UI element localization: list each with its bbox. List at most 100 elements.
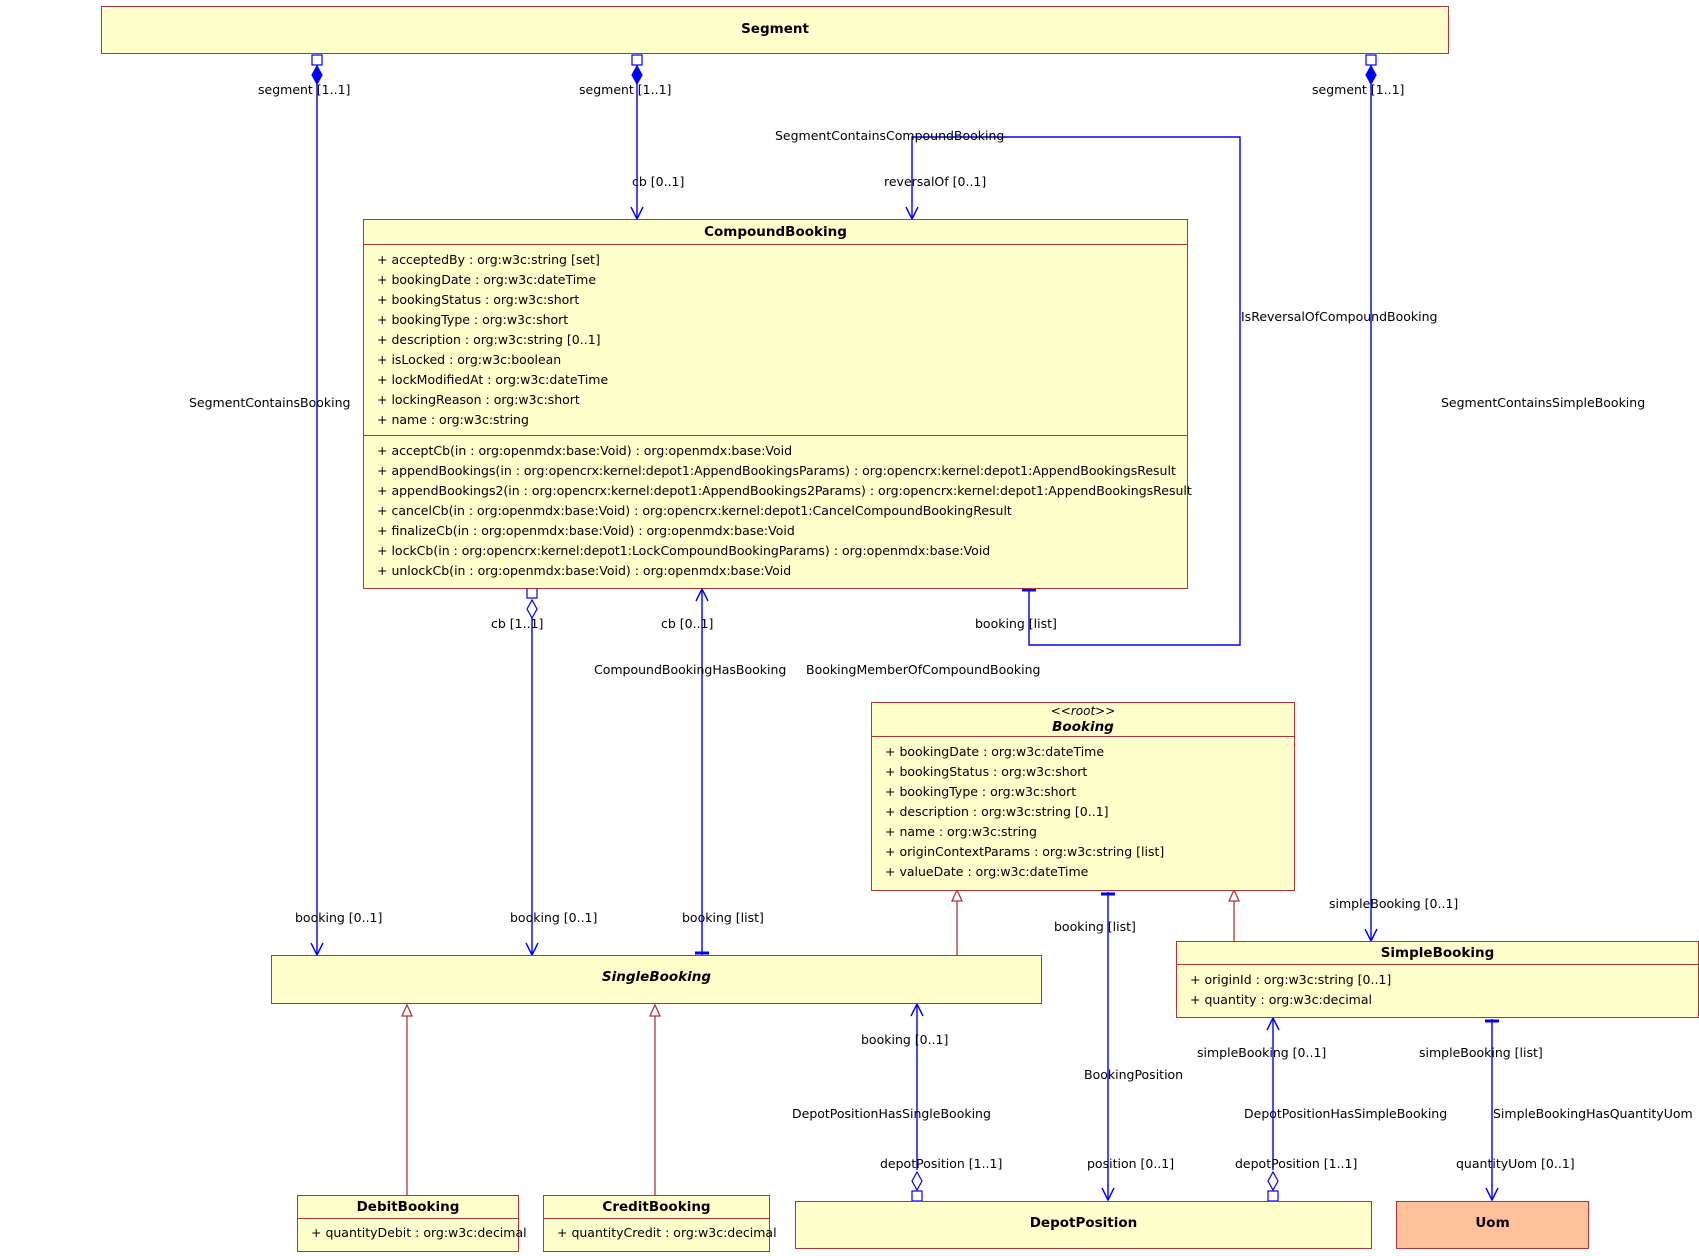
operation: + appendBookings2(in : org:opencrx:kerne… — [377, 483, 1192, 498]
association-name: IsReversalOfCompoundBooking — [1241, 309, 1438, 324]
inheritance-triangle-icon — [950, 888, 964, 902]
operation: + cancelCb(in : org:openmdx:base:Void) :… — [377, 503, 1012, 518]
attribute: + bookingStatus : org:w3c:short — [377, 292, 580, 307]
role-label: booking [0..1] — [295, 910, 383, 925]
composition-diamond-icon — [631, 64, 643, 86]
class-debit-booking[interactable]: DebitBooking + quantityDebit : org:w3c:d… — [297, 1195, 527, 1252]
class-simple-booking[interactable]: SimpleBooking + originId : org:w3c:strin… — [1176, 941, 1699, 1018]
attributes-section: + originId : org:w3c:string [0..1] + qua… — [1177, 964, 1698, 1015]
aggregation-diamond-icon — [1267, 1170, 1279, 1192]
arrowhead-icon — [1101, 1187, 1115, 1202]
class-segment[interactable]: Segment — [101, 6, 1449, 54]
attribute: + bookingDate : org:w3c:dateTime — [377, 272, 597, 287]
role-label: position [0..1] — [1087, 1156, 1175, 1171]
role-label: booking [0..1] — [510, 910, 598, 925]
class-name: Segment — [741, 21, 809, 37]
attribute: + quantityDebit : org:w3c:decimal — [311, 1225, 527, 1240]
attribute: + bookingDate : org:w3c:dateTime — [885, 744, 1105, 759]
attribute: + quantity : org:w3c:decimal — [1190, 992, 1372, 1007]
role-label: booking [list] — [975, 616, 1057, 631]
attribute: + originContextParams : org:w3c:string [… — [885, 844, 1165, 859]
class-name: CreditBooking — [602, 1199, 711, 1215]
assoc-reversal-loop — [911, 136, 1241, 646]
role-label: simpleBooking [0..1] — [1197, 1045, 1327, 1060]
role-label: reversalOf [0..1] — [884, 174, 987, 189]
inheritance-triangle-icon — [400, 1003, 414, 1017]
attribute: + description : org:w3c:string [0..1] — [885, 804, 1109, 819]
arrowhead-icon — [1266, 1016, 1280, 1031]
operation: + finalizeCb(in : org:openmdx:base:Void)… — [377, 523, 795, 538]
attribute: + name : org:w3c:string — [885, 824, 1037, 839]
composition-diamond-icon — [1365, 64, 1377, 86]
class-compound-booking[interactable]: CompoundBooking + acceptedBy : org:w3c:s… — [363, 219, 1192, 589]
class-name: SimpleBooking — [1380, 945, 1495, 961]
aggregation-diamond-icon — [526, 598, 538, 620]
port-icon — [311, 54, 323, 66]
class-name: SingleBooking — [601, 969, 712, 985]
operation: + acceptCb(in : org:openmdx:base:Void) :… — [377, 443, 793, 458]
class-single-booking[interactable]: SingleBooking — [271, 955, 1042, 1004]
port-icon — [631, 54, 643, 66]
association-name: DepotPositionHasSingleBooking — [792, 1106, 991, 1121]
port-icon — [1365, 54, 1377, 66]
class-credit-booking[interactable]: CreditBooking + quantityCredit : org:w3c… — [543, 1195, 777, 1252]
role-label: depotPosition [1..1] — [1235, 1156, 1358, 1171]
class-booking[interactable]: <<root>> Booking + bookingDate : org:w3c… — [871, 702, 1295, 891]
class-name: Booking — [1052, 719, 1114, 735]
class-name: Uom — [1475, 1215, 1510, 1231]
class-name: DepotPosition — [1029, 1215, 1138, 1231]
class-name: DebitBooking — [356, 1199, 460, 1215]
attribute: + lockingReason : org:w3c:short — [377, 392, 580, 407]
role-label: depotPosition [1..1] — [880, 1156, 1003, 1171]
association-name: SimpleBookingHasQuantityUom — [1493, 1106, 1693, 1121]
attributes-section: + quantityDebit : org:w3c:decimal — [298, 1218, 527, 1247]
attributes-section: + quantityCredit : org:w3c:decimal — [544, 1218, 777, 1247]
attributes-section: + bookingDate : org:w3c:dateTime + booki… — [872, 736, 1294, 887]
operation: + lockCb(in : org:opencrx:kernel:depot1:… — [377, 543, 991, 558]
association-name: BookingMemberOfCompoundBooking — [806, 662, 1041, 677]
role-label: segment [1..1] — [258, 82, 351, 97]
port-icon — [1267, 1190, 1279, 1202]
attribute: + isLocked : org:w3c:boolean — [377, 352, 562, 367]
inheritance-triangle-icon — [1227, 888, 1241, 902]
role-label: booking [0..1] — [861, 1032, 949, 1047]
role-label: booking [list] — [1054, 919, 1136, 934]
role-label: simpleBooking [list] — [1419, 1045, 1543, 1060]
operation: + appendBookings(in : org:opencrx:kernel… — [377, 463, 1176, 478]
role-label: quantityUom [0..1] — [1456, 1156, 1575, 1171]
attribute: + bookingStatus : org:w3c:short — [885, 764, 1088, 779]
association-name: BookingPosition — [1084, 1067, 1184, 1082]
attributes-section: + acceptedBy : org:w3c:string [set] + bo… — [364, 244, 1187, 435]
attribute: + bookingType : org:w3c:short — [885, 784, 1077, 799]
role-label: booking [list] — [682, 910, 764, 925]
attribute: + bookingType : org:w3c:short — [377, 312, 569, 327]
operations-section: + acceptCb(in : org:openmdx:base:Void) :… — [364, 435, 1192, 586]
association-name: SegmentContainsCompoundBooking — [775, 128, 1005, 143]
attribute: + originId : org:w3c:string [0..1] — [1190, 972, 1392, 987]
role-label: segment [1..1] — [1312, 82, 1405, 97]
role-label: cb [0..1] — [661, 616, 714, 631]
inheritance-triangle-icon — [648, 1003, 662, 1017]
role-label: cb [1..1] — [491, 616, 544, 631]
attribute: + valueDate : org:w3c:dateTime — [885, 864, 1089, 879]
class-depot-position[interactable]: DepotPosition — [795, 1201, 1372, 1249]
aggregation-diamond-icon — [911, 1170, 923, 1192]
attribute: + description : org:w3c:string [0..1] — [377, 332, 601, 347]
association-name: SegmentContainsBooking — [189, 395, 351, 410]
attribute: + quantityCredit : org:w3c:decimal — [557, 1225, 777, 1240]
class-name: CompoundBooking — [704, 224, 847, 240]
role-label: cb [0..1] — [632, 174, 685, 189]
arrowhead-icon — [910, 1002, 924, 1017]
attribute: + lockModifiedAt : org:w3c:dateTime — [377, 372, 609, 387]
attribute: + acceptedBy : org:w3c:string [set] — [377, 252, 600, 267]
association-name: DepotPositionHasSimpleBooking — [1244, 1106, 1448, 1121]
role-label: simpleBooking [0..1] — [1329, 896, 1459, 911]
arrowhead-icon — [1485, 1187, 1499, 1202]
composition-diamond-icon — [311, 64, 323, 86]
class-uom[interactable]: Uom — [1396, 1201, 1589, 1249]
role-label: segment [1..1] — [579, 82, 672, 97]
attribute: + name : org:w3c:string — [377, 412, 529, 427]
port-icon — [911, 1190, 923, 1202]
association-name: SegmentContainsSimpleBooking — [1441, 395, 1646, 410]
